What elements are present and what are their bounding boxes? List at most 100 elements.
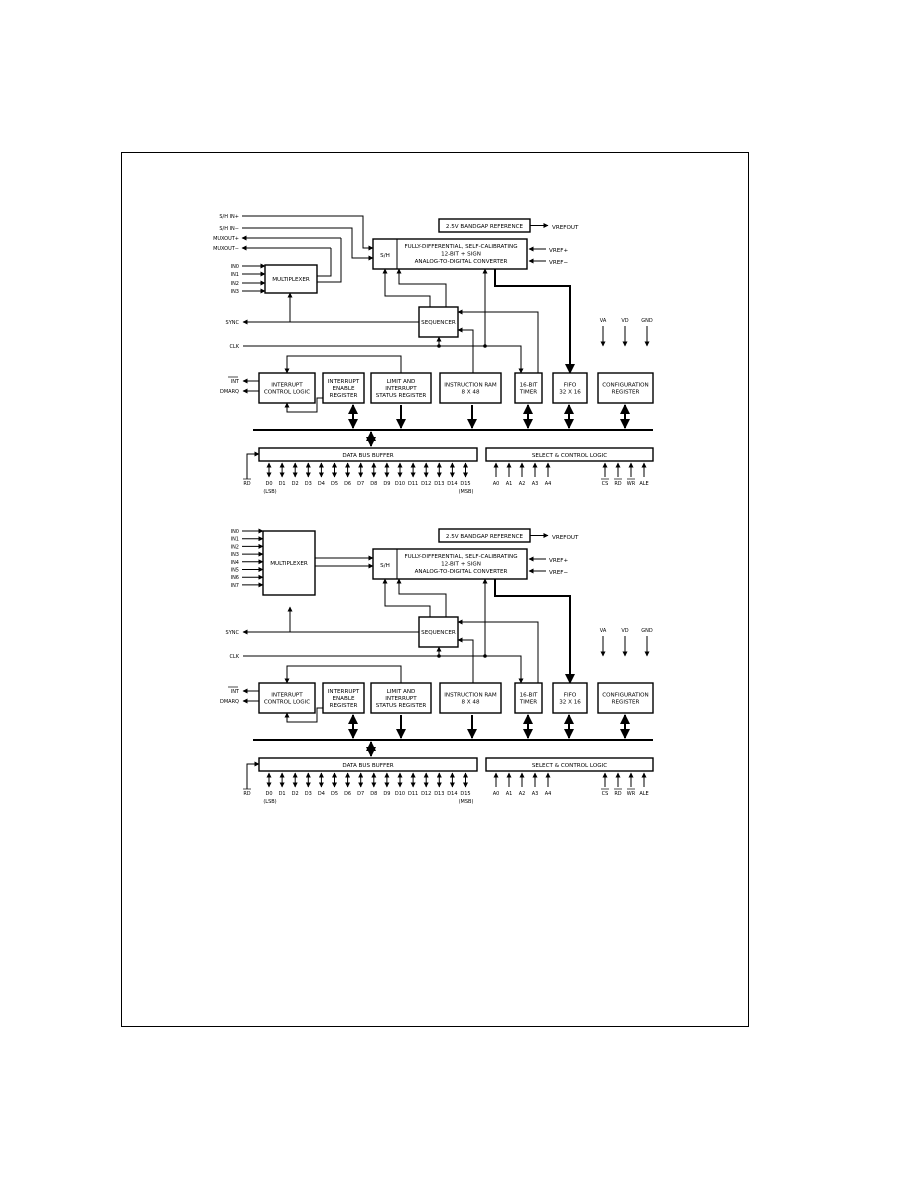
data-pin-label: D11 — [408, 481, 418, 487]
interrupt-enable-box-label: INTERRUPT — [328, 689, 360, 695]
data-pin-label: D4 — [318, 481, 325, 487]
analog-pin-label: IN2 — [231, 281, 239, 287]
vref-plus-label: VREF+ — [549, 558, 568, 564]
analog-pin-label: IN7 — [231, 583, 239, 589]
control-pin-label: ALE — [639, 791, 648, 797]
data-pin-label: D7 — [357, 791, 364, 797]
lsb-label: (LSB) — [263, 799, 276, 805]
address-pin-label: A4 — [545, 791, 552, 797]
interrupt-enable-box-label: ENABLE — [332, 386, 354, 392]
supply-pin-label: VD — [621, 318, 628, 324]
adc-label: 12-BIT + SIGN — [441, 252, 481, 258]
vref-plus-label: VREF+ — [549, 248, 568, 254]
limit-status-box-label: INTERRUPT — [385, 386, 417, 392]
timer-box-label: 16-BIT — [520, 382, 538, 388]
data-pin-label: D1 — [279, 481, 286, 487]
data-pin-label: D2 — [292, 481, 299, 487]
bandgap-reference-label: 2.5V BANDGAP REFERENCE — [446, 534, 524, 540]
instruction-ram-box-label: INSTRUCTION RAM — [444, 692, 497, 698]
config-box-label: REGISTER — [612, 700, 640, 706]
address-pin-label: A2 — [519, 791, 526, 797]
connector-line — [246, 761, 260, 789]
adc-label: ANALOG-TO-DIGITAL CONVERTER — [415, 259, 508, 265]
analog-pin-label: IN6 — [231, 575, 239, 581]
control-pin-label: WR — [627, 481, 636, 487]
data-pin-label: D12 — [421, 791, 431, 797]
fifo-box-label: FIFO — [564, 692, 577, 698]
supply-pin-label: GND — [641, 318, 653, 324]
vrefout-label: VREFOUT — [552, 225, 579, 231]
data-pin-label: D6 — [344, 791, 351, 797]
limit-status-box-label: LIMIT AND — [387, 689, 416, 695]
vref-minus-label: VREF− — [549, 260, 568, 266]
data-bus-buffer-label: DATA BUS BUFFER — [342, 453, 393, 459]
connector-line — [284, 707, 323, 723]
limit-status-box-label: INTERRUPT — [385, 696, 417, 702]
config-box-label: CONFIGURATION — [602, 382, 649, 388]
instruction-ram-box — [439, 372, 502, 404]
address-pin-label: A0 — [493, 791, 500, 797]
timer-box — [514, 372, 543, 404]
address-pin-label: A1 — [506, 791, 513, 797]
connector-line — [287, 606, 419, 633]
adc-label: 12-BIT + SIGN — [441, 562, 481, 568]
config-box-label: REGISTER — [612, 390, 640, 396]
multiplexer-label: MULTIPLEXER — [270, 561, 308, 567]
dmarq-label: DMARQ — [220, 389, 239, 395]
connector-line — [494, 269, 575, 374]
data-pin-label: D4 — [318, 791, 325, 797]
analog-pin-label: IN3 — [231, 552, 239, 558]
interrupt-enable-box-label: REGISTER — [330, 703, 358, 709]
connector-line — [246, 451, 260, 479]
timer-box-label: TIMER — [519, 390, 537, 396]
supply-pin-label: VD — [621, 628, 628, 634]
config-box — [597, 682, 654, 714]
analog-pin-label: IN0 — [231, 264, 239, 270]
data-pin-label: D1 — [279, 791, 286, 797]
instruction-ram-box-label: 8 X 48 — [461, 700, 480, 706]
junction-dot — [483, 654, 487, 658]
analog-pin-label: S/H IN− — [219, 226, 239, 232]
sample-hold-label: S/H — [380, 253, 390, 259]
connector-line — [242, 227, 374, 261]
control-pin-label: RD — [614, 791, 621, 797]
control-pin-label: CS — [602, 791, 609, 797]
multiplexer-label: MULTIPLEXER — [272, 277, 310, 283]
supply-pin-label: GND — [641, 628, 653, 634]
limit-status-box-label: STATUS REGISTER — [376, 393, 427, 399]
timer-box — [514, 682, 543, 714]
data-pin-label: D7 — [357, 481, 364, 487]
connector-line — [457, 619, 539, 683]
data-pin-label: D9 — [383, 481, 390, 487]
data-pin-label: D8 — [370, 481, 377, 487]
data-pin-label: D2 — [292, 791, 299, 797]
address-pin-label: A0 — [493, 481, 500, 487]
rd-label: RD — [243, 481, 250, 487]
interrupt-enable-box-label: INTERRUPT — [328, 379, 360, 385]
limit-status-box — [370, 682, 432, 714]
config-box-label: CONFIGURATION — [602, 692, 649, 698]
connector-line — [457, 327, 474, 373]
data-pin-label: D9 — [383, 791, 390, 797]
interrupt-control-box-label: CONTROL LOGIC — [264, 700, 310, 706]
interrupt-control-box-label: INTERRUPT — [271, 382, 303, 388]
fifo-box-label: 32 X 16 — [559, 390, 581, 396]
adc-box — [372, 238, 528, 270]
analog-pin-label: IN1 — [231, 537, 239, 543]
connector-line — [457, 637, 474, 683]
timer-box-label: 16-BIT — [520, 692, 538, 698]
analog-pin-label: IN5 — [231, 568, 239, 574]
data-pin-label: D8 — [370, 791, 377, 797]
data-pin-label: D6 — [344, 481, 351, 487]
analog-pin-label: S/H IN+ — [219, 214, 239, 220]
analog-pin-label: MUXOUT+ — [213, 236, 239, 242]
sample-hold-label: S/H — [380, 563, 390, 569]
clk-label: CLK — [229, 654, 239, 660]
address-pin-label: A2 — [519, 481, 526, 487]
connector-line — [317, 238, 342, 283]
bandgap-reference-label: 2.5V BANDGAP REFERENCE — [446, 224, 524, 230]
sync-label: SYNC — [226, 630, 240, 636]
connector-line — [494, 579, 575, 684]
select-control-label: SELECT & CONTROL LOGIC — [532, 453, 607, 459]
